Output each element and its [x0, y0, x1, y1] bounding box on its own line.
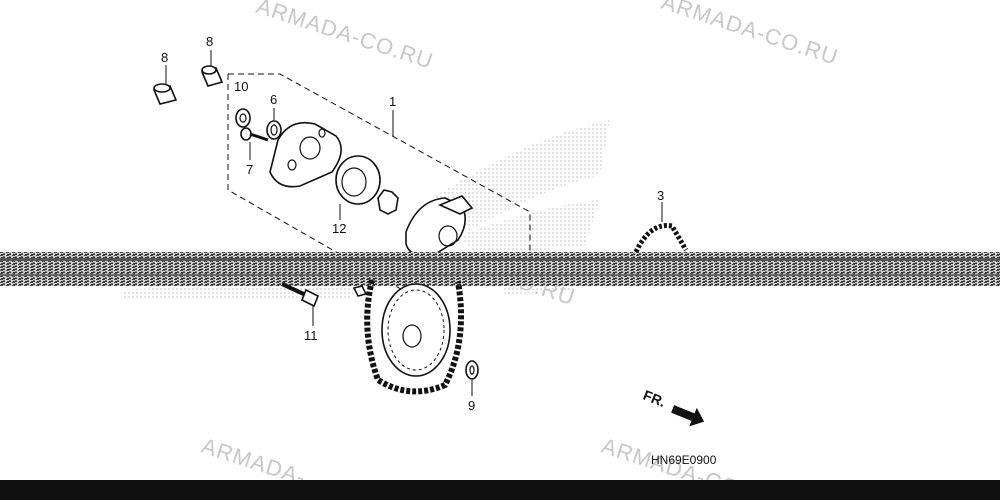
callout-7: 7	[246, 162, 253, 177]
front-direction-label: FR.	[641, 387, 668, 410]
scan-artifact-line	[0, 258, 1000, 261]
watermark-text: ARMADA-CO.RU	[253, 0, 436, 74]
drive-chain-segment	[633, 223, 689, 254]
callout-3: 3	[657, 188, 664, 203]
o-ring	[266, 120, 282, 140]
callout-12: 12	[332, 221, 346, 236]
watermark-text: ARMADA-CO.RU	[658, 0, 841, 70]
bottom-bar	[0, 480, 1000, 500]
outer-rotor	[335, 155, 381, 205]
dowel-pin-right	[200, 65, 224, 87]
front-direction-indicator: FR.	[641, 387, 705, 427]
callout-1: 1	[389, 94, 396, 109]
screw-small	[240, 127, 269, 142]
inner-rotor	[377, 189, 399, 215]
callout-8-right: 8	[206, 34, 213, 49]
callout-11: 11	[304, 328, 318, 343]
oil-pump-sprocket	[364, 279, 464, 395]
callout-6: 6	[270, 92, 277, 107]
callout-9: 9	[468, 398, 475, 413]
washer	[235, 108, 251, 128]
arrow-right-icon	[671, 405, 705, 427]
pump-cover-plate	[269, 121, 342, 188]
circlip	[465, 360, 479, 380]
callout-8-left: 8	[161, 50, 168, 65]
callout-10: 10	[234, 79, 248, 94]
dowel-pin-left	[152, 83, 178, 105]
scan-artifact-line	[0, 274, 1000, 276]
scan-artifact-band	[0, 252, 1000, 286]
flange-bolt	[281, 282, 320, 308]
diagram-code: HN69E0900	[651, 453, 717, 467]
small-nut	[352, 285, 368, 297]
pump-body	[405, 195, 474, 258]
